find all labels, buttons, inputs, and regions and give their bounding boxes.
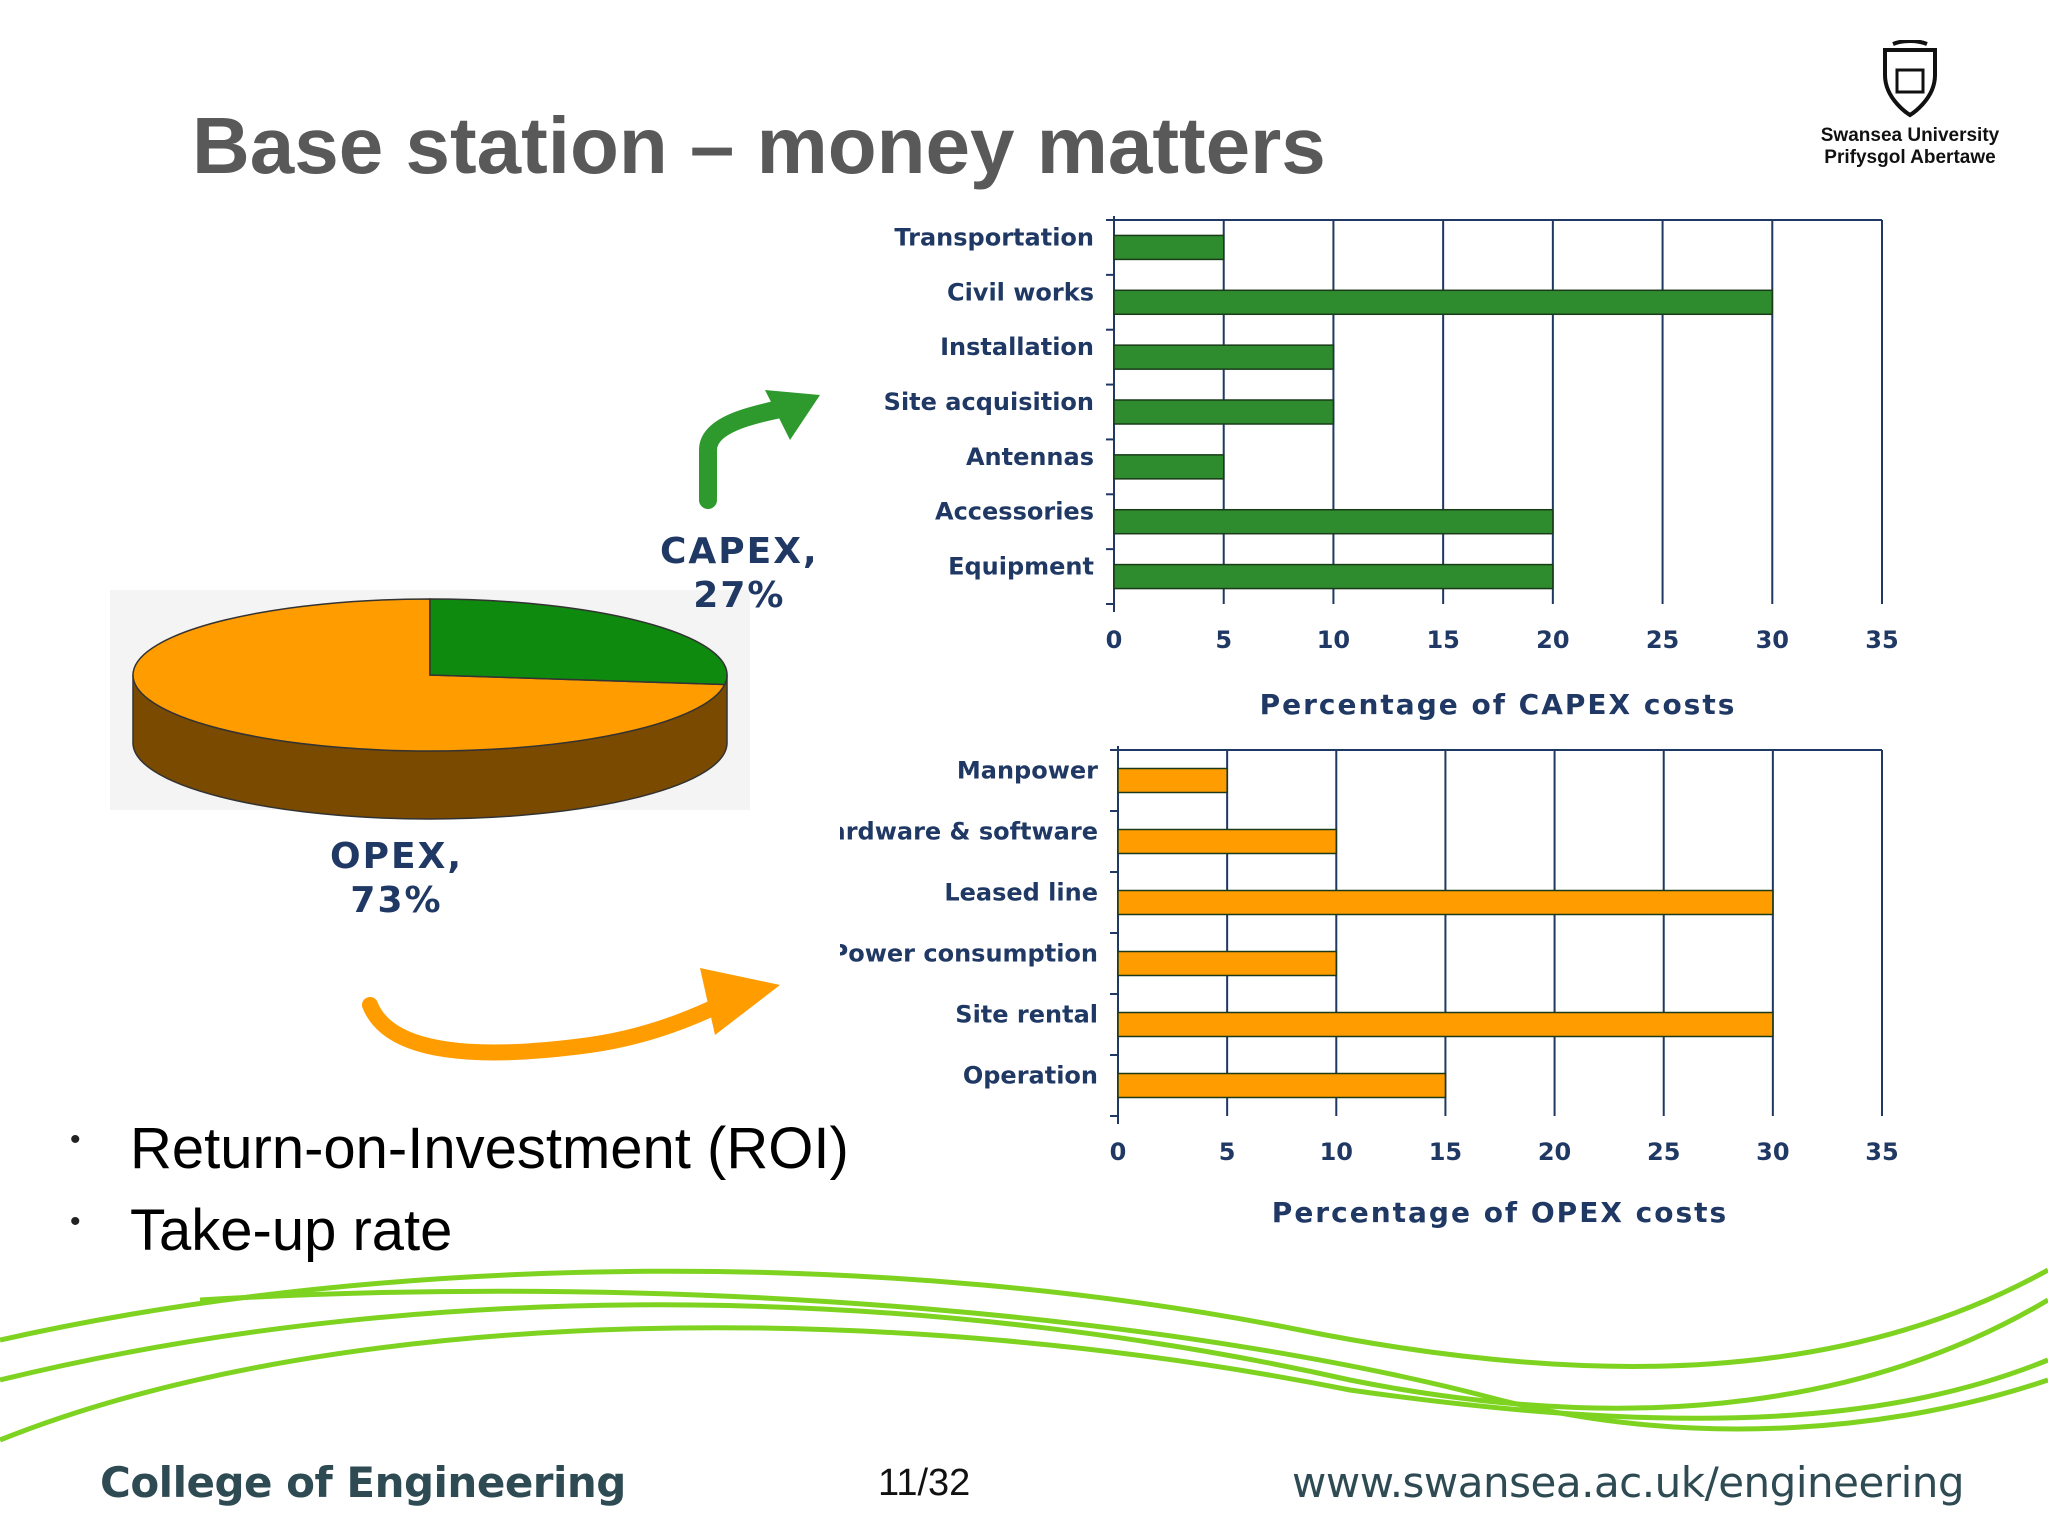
category-label: Hardware & software xyxy=(840,818,1098,846)
x-tick-label: 5 xyxy=(1215,626,1232,654)
pie-slice-opex xyxy=(132,598,726,752)
bar xyxy=(1113,234,1225,261)
x-tick-label: 15 xyxy=(1429,1138,1462,1166)
bullet-text: Take-up rate xyxy=(130,1198,453,1263)
x-tick-label: 20 xyxy=(1538,1138,1571,1166)
pie-slice-capex xyxy=(429,598,728,686)
bar xyxy=(1117,889,1774,916)
page-number: 11/32 xyxy=(878,1462,971,1504)
logo-line2: Prifysgol Abertawe xyxy=(1824,147,1996,168)
opex-label-name: OPEX, xyxy=(330,836,464,877)
x-tick-label: 25 xyxy=(1647,1138,1680,1166)
x-axis-label: Percentage of CAPEX costs xyxy=(1260,688,1737,720)
x-tick-label: 15 xyxy=(1426,626,1459,654)
bullet-dot: • xyxy=(70,1123,81,1156)
capex-arrow-icon xyxy=(699,390,820,509)
x-axis-label: Percentage of OPEX costs xyxy=(1272,1196,1728,1229)
bar xyxy=(1113,289,1774,316)
bar xyxy=(1117,1011,1774,1038)
slide-title: Base station – money matters xyxy=(192,101,1326,190)
bar xyxy=(1113,563,1554,590)
x-tick-label: 35 xyxy=(1865,626,1898,654)
x-tick-label: 5 xyxy=(1219,1138,1236,1166)
x-tick-label: 30 xyxy=(1756,1138,1789,1166)
capex-label: CAPEX, 27% xyxy=(660,530,819,618)
footer-url[interactable]: www.swansea.ac.uk/engineering xyxy=(1292,1458,1965,1507)
category-label: Power consumption xyxy=(840,940,1098,968)
category-label: Site acquisition xyxy=(884,388,1094,416)
logo-line1: Swansea University xyxy=(1820,125,2000,146)
capex-label-name: CAPEX, xyxy=(660,531,819,572)
opex-label-pct: 73% xyxy=(350,880,443,921)
x-tick-label: 20 xyxy=(1536,626,1569,654)
x-tick-label: 25 xyxy=(1646,626,1679,654)
category-label: Site rental xyxy=(955,1001,1098,1029)
bar xyxy=(1113,454,1225,480)
category-label: Operation xyxy=(963,1062,1098,1090)
opex-arrow-icon xyxy=(362,968,780,1061)
category-label: Leased line xyxy=(944,879,1098,907)
university-logo: Swansea University Prifysgol Abertawe xyxy=(1800,39,2020,169)
x-tick-label: 0 xyxy=(1106,626,1123,654)
bar xyxy=(1117,1072,1447,1099)
category-label: Manpower xyxy=(957,757,1098,785)
bar xyxy=(1117,950,1338,977)
category-label: Civil works xyxy=(947,278,1094,306)
category-label: Equipment xyxy=(948,553,1094,581)
bullet-text: Return-on-Investment (ROI) xyxy=(130,1116,849,1181)
bar xyxy=(1117,828,1338,855)
bar xyxy=(1117,767,1228,794)
footer-college: College of Engineering xyxy=(100,1458,626,1507)
category-label: Transportation xyxy=(894,223,1094,251)
bar xyxy=(1113,344,1335,370)
bar xyxy=(1113,508,1554,535)
bar xyxy=(1113,399,1335,425)
capex-label-pct: 27% xyxy=(693,575,786,616)
x-tick-label: 35 xyxy=(1865,1138,1898,1166)
category-label: Accessories xyxy=(935,498,1094,526)
x-tick-label: 30 xyxy=(1756,626,1789,654)
pie-chart xyxy=(110,590,750,820)
x-tick-label: 10 xyxy=(1317,626,1350,654)
opex-label: OPEX, 73% xyxy=(330,835,463,923)
category-label: Antennas xyxy=(966,443,1094,471)
x-tick-label: 0 xyxy=(1110,1138,1127,1166)
bullet-dot: • xyxy=(70,1205,81,1238)
category-label: Installation xyxy=(940,333,1094,361)
university-crest-icon xyxy=(1883,39,1937,118)
x-tick-label: 10 xyxy=(1320,1138,1353,1166)
